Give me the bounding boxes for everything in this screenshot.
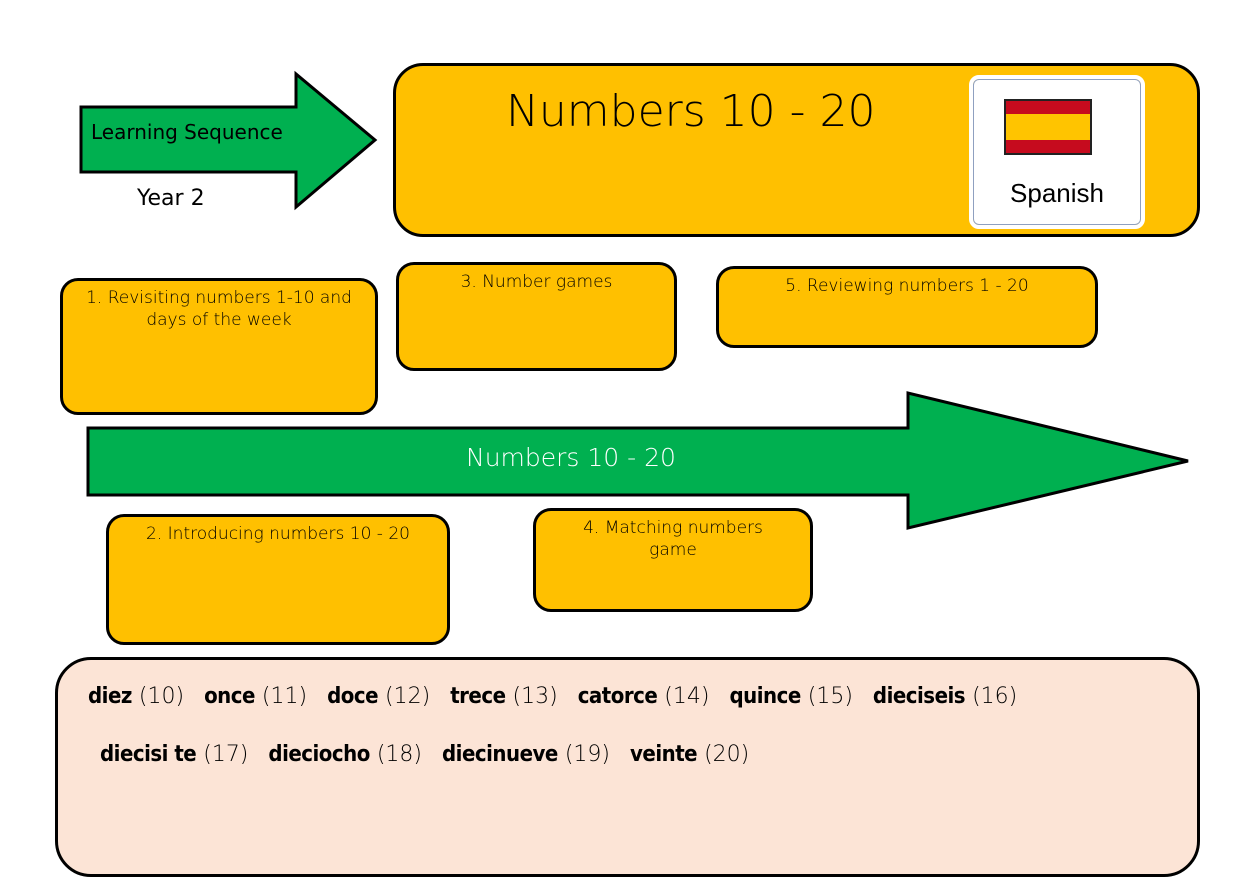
vocab-word: once (204, 684, 255, 709)
vocab-number: (11) (261, 684, 308, 709)
vocabulary-box: diez (10) once (11) doce (12) trece (13) cat… (55, 657, 1200, 877)
vocab-word: trece (450, 684, 506, 709)
vocab-number: (18) (376, 742, 422, 767)
vocab-word: catorce (577, 684, 658, 709)
vocab-number: (10) (138, 684, 185, 709)
lesson-label: 3. Number games (460, 272, 613, 292)
lesson-label: 2. Introducing numbers 10 - 20 (146, 524, 410, 544)
vocab-line-1: diez (10) once (11) doce (12) trece (13) cat… (88, 684, 1037, 709)
vocab-word: veinte (630, 742, 698, 767)
lesson-label: 1. Revisiting numbers 1-10 and days of t… (86, 288, 352, 330)
spain-flag-icon (1004, 99, 1092, 155)
vocab-number: (13) (512, 684, 558, 709)
vocab-word: quince (729, 684, 801, 709)
vocab-number: (12) (385, 684, 431, 709)
page-title: Numbers 10 - 20 (506, 86, 876, 137)
vocab-number: (19) (564, 742, 610, 767)
vocab-number: (17) (203, 742, 249, 767)
lesson-card-1: 1. Revisiting numbers 1-10 and days of t… (60, 278, 378, 415)
subject-badge: Spanish (969, 75, 1145, 229)
year-label: Year 2 (137, 186, 205, 211)
lesson-label: 4. Matching numbers game (583, 518, 763, 560)
subject-label: Spanish (1010, 178, 1104, 208)
lesson-card-5: 5. Reviewing numbers 1 - 20 (716, 266, 1098, 348)
vocab-number: (14) (664, 684, 710, 709)
lesson-card-3: 3. Number games (396, 262, 677, 371)
vocab-line-2: diecisi te (17)dieciocho (18)diecinueve … (100, 742, 769, 767)
vocab-word: dieciocho (268, 742, 370, 767)
vocab-word: dieciseis (872, 684, 966, 709)
lesson-card-4: 4. Matching numbers game (533, 508, 813, 612)
title-banner: Numbers 10 - 20 Spanish (393, 63, 1200, 237)
vocab-number: (15) (807, 684, 853, 709)
learning-sequence-label: Learning Sequence (91, 120, 283, 144)
vocab-word: diecisi te (100, 742, 197, 767)
timeline-label: Numbers 10 - 20 (466, 443, 676, 472)
lesson-label: 5. Reviewing numbers 1 - 20 (785, 276, 1029, 296)
lesson-card-2: 2. Introducing numbers 10 - 20 (106, 514, 450, 645)
learning-sequence-arrow (79, 70, 378, 211)
vocab-word: doce (327, 684, 379, 709)
timeline-arrow (86, 391, 1189, 530)
vocab-word: diecinueve (442, 742, 558, 767)
vocab-number: (20) (704, 742, 750, 767)
vocab-word: diez (88, 684, 132, 709)
vocab-number: (16) (972, 684, 1018, 709)
